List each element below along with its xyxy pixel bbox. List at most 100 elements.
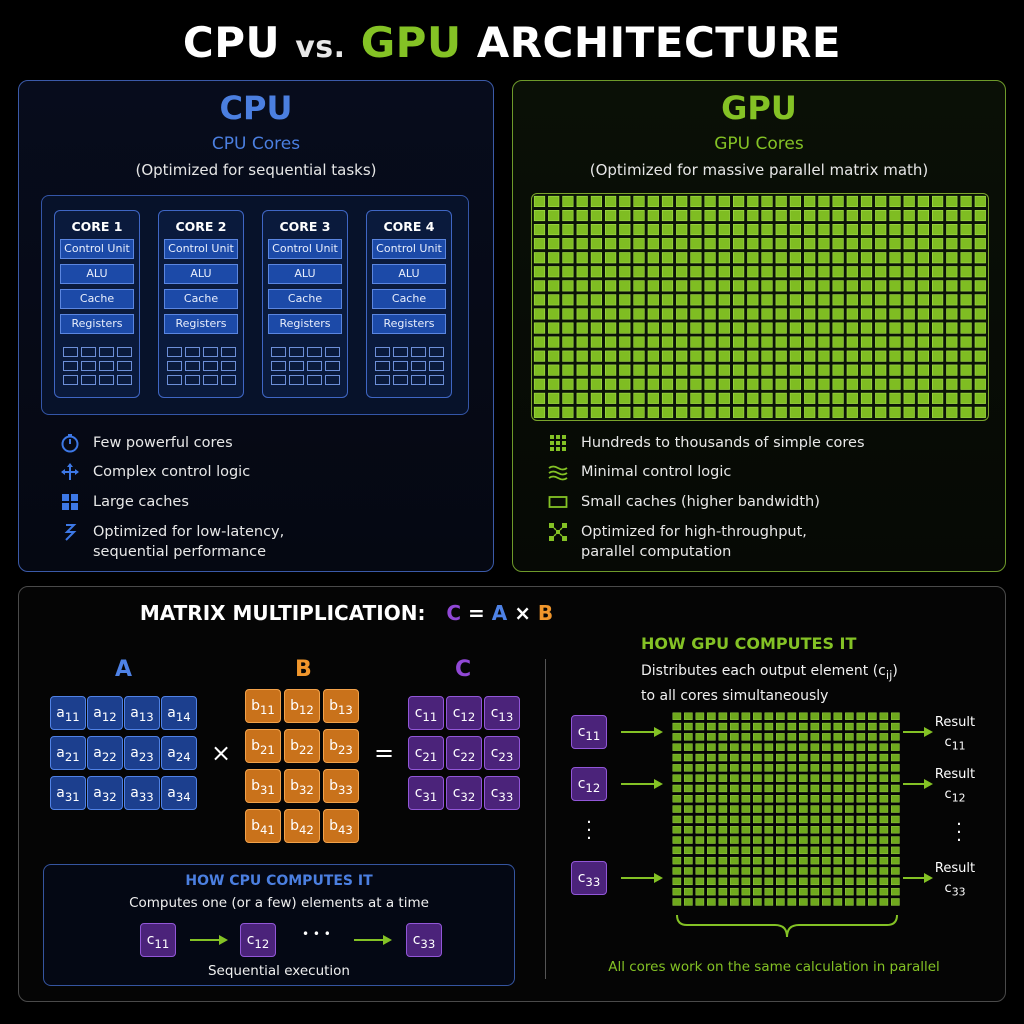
gpu-core <box>661 364 674 376</box>
gpu-parallel-core <box>776 877 785 886</box>
gpu-core <box>917 378 930 390</box>
gpu-parallel-core <box>822 753 831 762</box>
arrow-right-icon <box>621 779 663 789</box>
gpu-core <box>633 266 645 278</box>
gpu-parallel-core <box>845 826 854 834</box>
gpu-core <box>548 350 560 362</box>
gpu-core <box>590 350 602 362</box>
gpu-core <box>846 266 858 278</box>
gpu-parallel-core <box>764 856 774 865</box>
gpu-core <box>733 392 745 404</box>
gpu-core <box>875 322 887 334</box>
gpu-core <box>931 336 944 348</box>
gpu-core <box>733 294 745 306</box>
matrix-a-cell: a12 <box>87 696 123 730</box>
gpu-core <box>533 195 546 208</box>
gpu-core <box>903 406 915 418</box>
gpu-core <box>832 238 844 250</box>
gpu-parallel-core <box>845 712 854 720</box>
gpu-parallel-core <box>753 877 762 886</box>
gpu-core <box>690 223 702 236</box>
gpu-core <box>931 266 944 278</box>
gpu-core <box>676 392 688 404</box>
gpu-parallel-core <box>730 753 739 762</box>
gpu-core <box>917 406 930 418</box>
gpu-parallel-core <box>764 867 774 875</box>
gpu-core <box>548 223 560 236</box>
gpu-core <box>960 252 972 264</box>
gpu-core <box>690 238 702 250</box>
gpu-core <box>818 238 830 250</box>
gpu-parallel-core <box>833 805 843 813</box>
gpu-core <box>690 406 702 418</box>
gpu-parallel-core <box>879 722 889 731</box>
gpu-core <box>931 280 944 292</box>
gpu-core <box>619 209 631 222</box>
gpu-parallel-core <box>684 846 693 855</box>
gpu-parallel-core <box>753 898 762 906</box>
gpu-parallel-core <box>810 743 820 751</box>
gpu-parallel-core <box>787 805 797 813</box>
matrix-c-cell: c22 <box>446 736 482 770</box>
gpu-core <box>733 364 745 376</box>
core-unit-cache: Cache <box>164 289 238 309</box>
gpu-core <box>590 238 602 250</box>
gpu-core <box>647 364 659 376</box>
title-gpu: GPU <box>360 18 462 67</box>
gpu-parallel-core <box>764 805 774 813</box>
gpu-parallel-core <box>776 722 785 731</box>
gpu-parallel-core <box>695 764 705 772</box>
gpu-parallel-core <box>741 856 751 865</box>
gpu-core <box>875 280 887 292</box>
gpu-core <box>548 364 560 376</box>
gpu-parallel-core <box>833 898 843 906</box>
gpu-parallel-core <box>695 836 705 844</box>
gpu-core <box>889 294 901 306</box>
gpu-core <box>676 308 688 320</box>
gpu-core <box>974 350 986 362</box>
gpu-core <box>889 392 901 404</box>
cpu-feature-text: Few powerful cores <box>93 435 233 451</box>
gpu-core <box>804 294 816 306</box>
gpu-core <box>846 280 858 292</box>
gpu-parallel-core <box>810 815 820 824</box>
core-unit-control-unit: Control Unit <box>164 239 238 259</box>
gpu-core <box>860 364 873 376</box>
gpu-parallel-core <box>822 898 831 906</box>
gpu-core <box>917 308 930 320</box>
gpu-core <box>704 266 716 278</box>
gpu-parallel-core <box>833 877 843 886</box>
gpu-core <box>704 195 716 208</box>
gpu-core <box>647 336 659 348</box>
gpu-parallel-core <box>787 815 797 824</box>
matrix-c-cell: c13 <box>484 696 520 730</box>
cpu-seq-cell: c11 <box>140 923 176 957</box>
gpu-core <box>974 378 986 390</box>
gpu-parallel-core <box>879 743 889 751</box>
matrix-a-label: A <box>115 657 133 682</box>
gpu-core <box>747 336 759 348</box>
gpu-core <box>747 364 759 376</box>
gpu-core <box>747 308 759 320</box>
gpu-core <box>889 406 901 418</box>
gpu-core <box>533 364 546 376</box>
gpu-core <box>576 294 588 306</box>
gpu-core <box>917 364 930 376</box>
gpu-core <box>605 266 617 278</box>
gpu-core <box>718 406 730 418</box>
gpu-parallel-core <box>822 887 831 896</box>
gpu-parallel-core <box>787 764 797 772</box>
gpu-parallel-core <box>810 722 820 731</box>
gpu-parallel-core <box>787 887 797 896</box>
gpu-core <box>733 238 745 250</box>
gpu-parallel-core <box>856 722 866 731</box>
gpu-core <box>875 308 887 320</box>
gpu-parallel-core <box>868 733 877 741</box>
gpu-parallel-core <box>891 815 900 824</box>
gpu-parallel-core <box>730 795 739 803</box>
gpu-core <box>832 195 844 208</box>
gpu-core <box>576 280 588 292</box>
gpu-parallel-core <box>856 805 866 813</box>
gpu-core <box>590 223 602 236</box>
gpu-parallel-core <box>787 743 797 751</box>
